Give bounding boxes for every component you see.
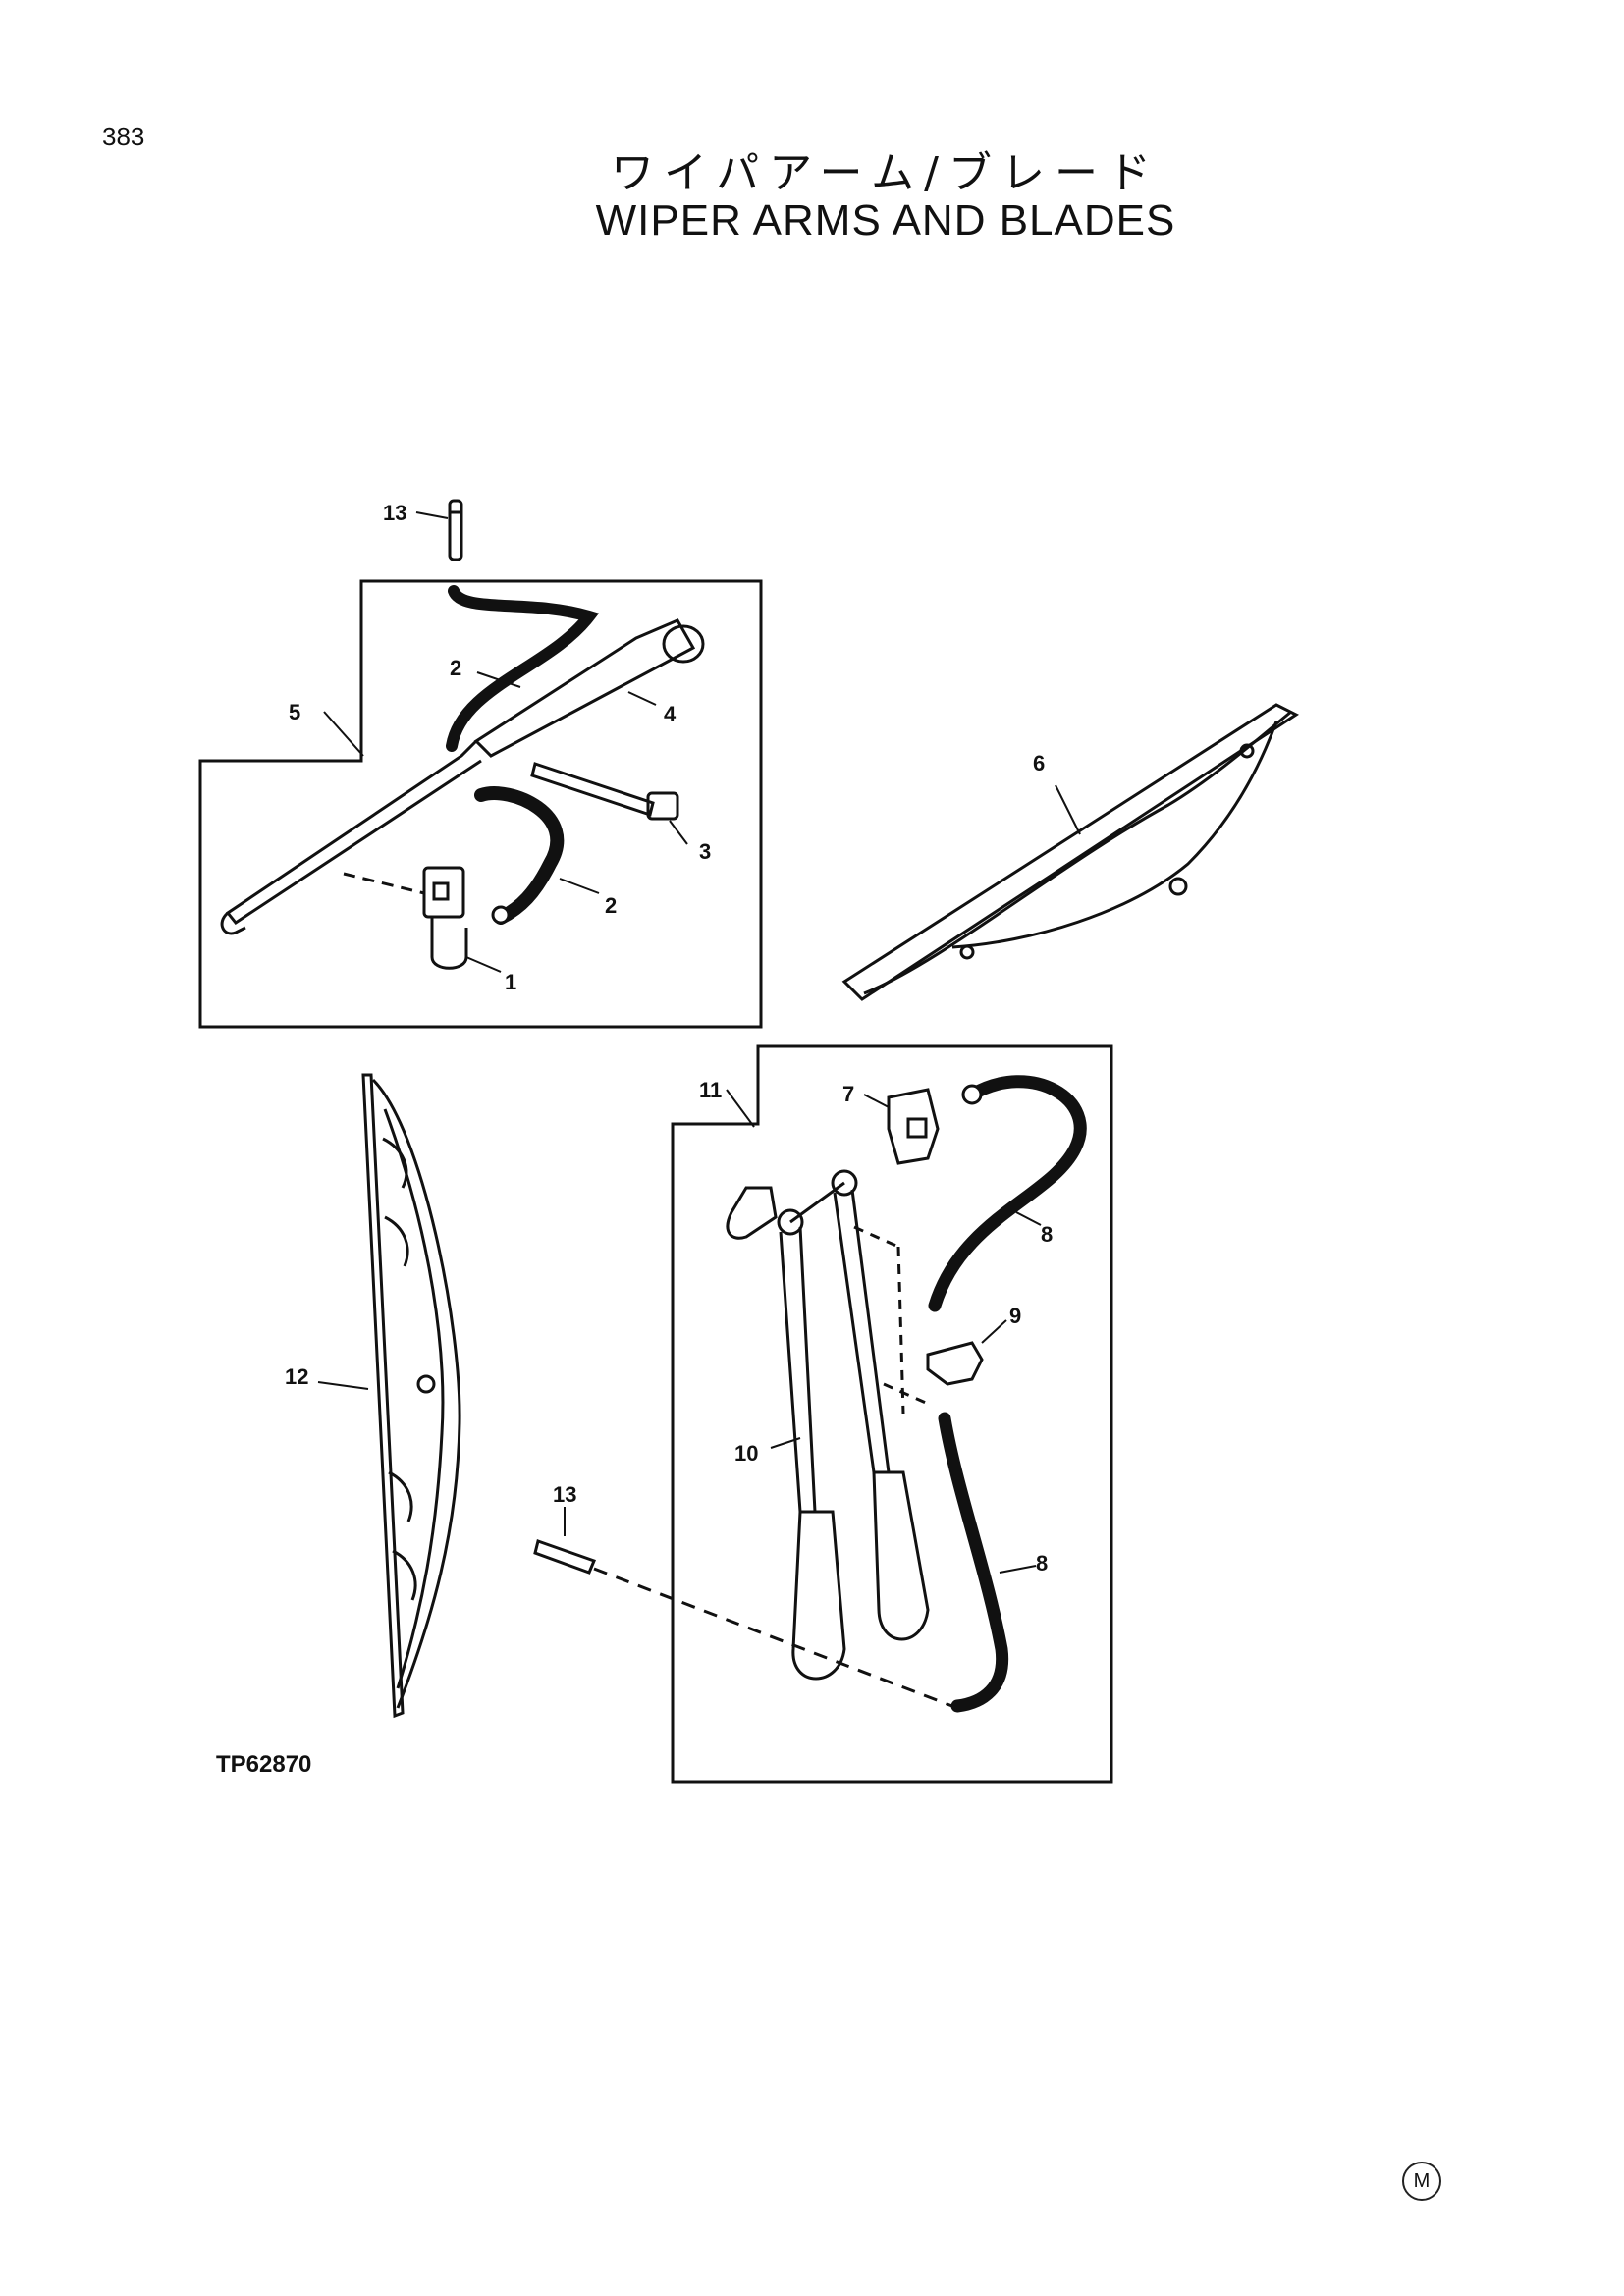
- callout-11: 11: [699, 1078, 722, 1102]
- model-mark: M: [1402, 2162, 1441, 2201]
- hose-2-upper: [446, 585, 600, 752]
- nozzle-1: [343, 866, 468, 970]
- callout-2-upper: 2: [450, 656, 461, 680]
- pin-13-top: [448, 499, 463, 561]
- figure-id: TP62870: [216, 1751, 312, 1778]
- connector-9: [926, 1341, 984, 1386]
- title-english: WIPER ARMS AND BLADES: [595, 196, 1176, 244]
- hose-2-lower: [474, 786, 565, 925]
- callout-7: 7: [842, 1082, 854, 1106]
- wiper-arm-4: [220, 618, 705, 935]
- callout-5: 5: [289, 700, 300, 724]
- kit-box-upper: [198, 579, 763, 1029]
- pin-13-lower: [533, 1539, 958, 1710]
- callout-8-upper: 8: [1041, 1222, 1053, 1247]
- tie-strap-3: [530, 762, 679, 821]
- callout-8-lower: 8: [1036, 1551, 1048, 1575]
- wiper-arm-10: [726, 1169, 930, 1681]
- callout-2-lower: 2: [605, 893, 617, 918]
- callout-13-lower: 13: [553, 1482, 576, 1507]
- kit-box-lower: [671, 1044, 1113, 1784]
- title-japanese: ワイパアーム/ブレード: [611, 148, 1161, 198]
- hose-8-lower: [938, 1412, 1009, 1713]
- callout-12: 12: [285, 1364, 308, 1389]
- wiper-blade-12: [361, 1073, 461, 1719]
- callout-4: 4: [664, 702, 677, 726]
- nozzle-7: [887, 1088, 940, 1165]
- callout-1: 1: [505, 970, 516, 994]
- callout-6: 6: [1033, 751, 1045, 775]
- hose-8-upper: [928, 1075, 1087, 1312]
- page-number: 383: [102, 122, 145, 151]
- callout-3: 3: [699, 839, 711, 864]
- wiper-blade-6: [841, 703, 1300, 1001]
- callout-9: 9: [1009, 1304, 1021, 1328]
- callout-10: 10: [734, 1441, 758, 1466]
- callout-13-top: 13: [383, 501, 406, 525]
